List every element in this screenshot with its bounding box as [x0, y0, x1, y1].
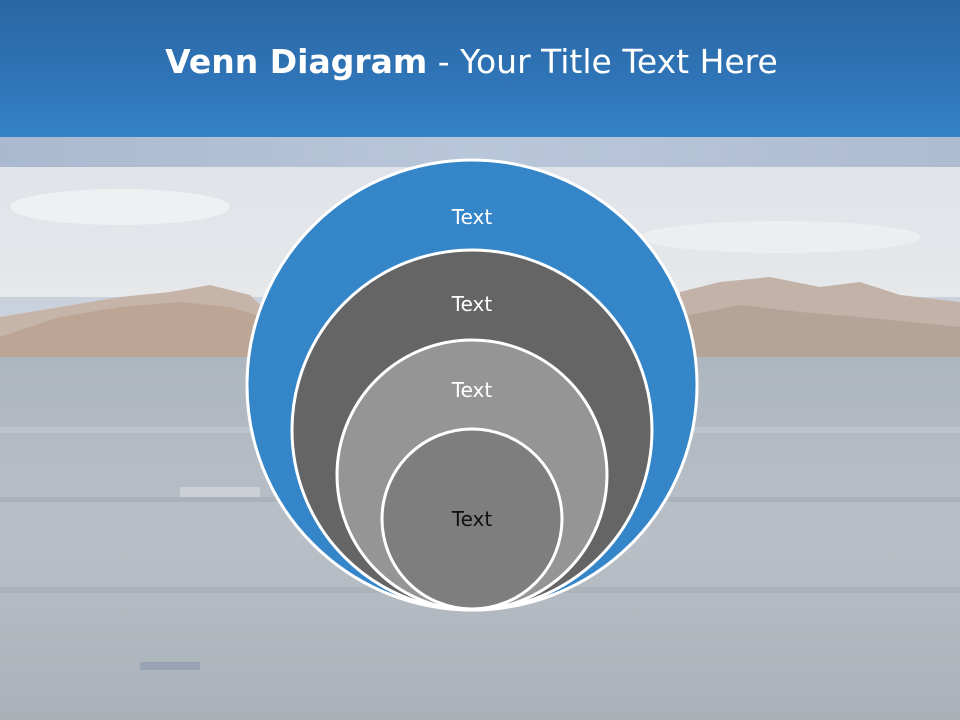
ring-4-label: Text — [451, 507, 493, 531]
slide-title-bold: Venn Diagram — [165, 42, 428, 81]
ring-2-label: Text — [451, 292, 493, 316]
ring-3-label: Text — [451, 378, 493, 402]
slide-title[interactable]: Venn Diagram - Your Title Text Here — [0, 42, 943, 81]
slide-title-rest: - Your Title Text Here — [427, 42, 778, 81]
ring-1-label: Text — [451, 205, 493, 229]
title-bar: Venn Diagram - Your Title Text Here — [0, 0, 960, 137]
ring-4[interactable] — [380, 427, 564, 611]
